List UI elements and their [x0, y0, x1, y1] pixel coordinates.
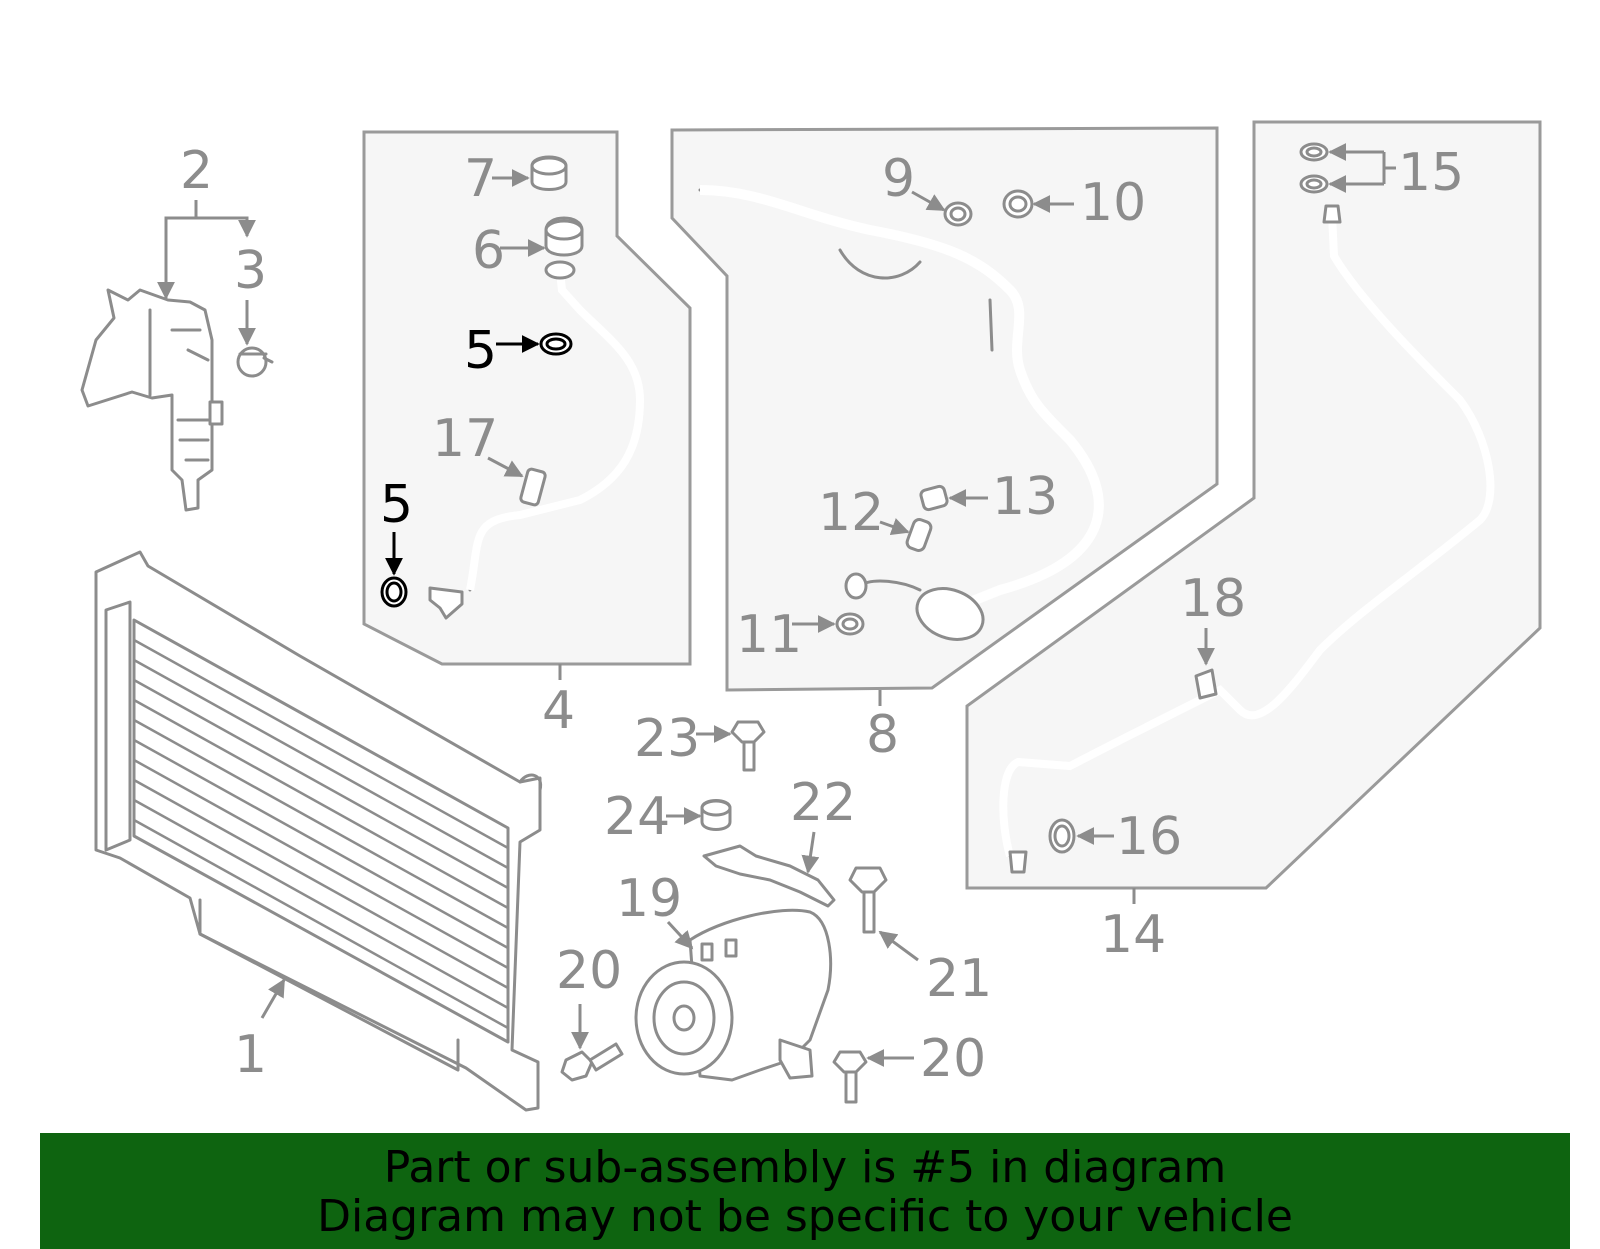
o-ring-part-9 [943, 201, 973, 227]
hose-part-4 [428, 260, 645, 620]
o-ring-part-15-lower [1299, 174, 1329, 194]
o-ring-part-15-upper [1299, 142, 1329, 162]
callout-11: 11 [736, 605, 802, 665]
callout-8: 8 [866, 705, 899, 765]
callout-19: 19 [616, 869, 682, 929]
valve-part-17 [519, 467, 547, 507]
info-banner: Part or sub-assembly is #5 in diagram Di… [40, 1133, 1570, 1249]
callout-3: 3 [234, 241, 267, 301]
o-ring-part-10 [1002, 189, 1034, 219]
callout-9: 9 [882, 149, 915, 209]
o-ring-part-5-lower [380, 576, 408, 608]
panel-hose-4 [362, 130, 692, 666]
callout-13: 13 [992, 467, 1058, 527]
callout-2: 2 [180, 141, 213, 201]
cap-part-24 [700, 799, 732, 831]
condenser-part-1 [94, 550, 543, 1112]
callout-5-upper: 5 [464, 321, 497, 381]
compressor-part-19 [634, 908, 833, 1082]
callout-4: 4 [542, 681, 575, 741]
bolt-part-20-left [560, 1042, 624, 1082]
callout-20-left: 20 [556, 941, 622, 1001]
cap-part-6 [544, 216, 584, 257]
bracket-part-2 [80, 288, 224, 512]
o-ring-part-16 [1048, 818, 1076, 854]
cap-part-7 [530, 155, 568, 191]
tube-part-14 [999, 204, 1495, 874]
callout-10: 10 [1080, 173, 1146, 233]
clip-part-3 [236, 346, 274, 378]
o-ring-part-5-upper [539, 332, 573, 356]
callout-5-lower: 5 [380, 475, 413, 535]
callout-20-right: 20 [920, 1029, 986, 1089]
o-ring-part-11 [835, 612, 865, 636]
callout-15: 15 [1398, 143, 1464, 203]
callout-1: 1 [234, 1025, 267, 1085]
callout-18: 18 [1180, 569, 1246, 629]
panel-tube-14 [965, 120, 1542, 890]
callout-17: 17 [432, 409, 498, 469]
callout-23: 23 [634, 709, 700, 769]
callout-12: 12 [818, 483, 884, 543]
callout-16: 16 [1116, 807, 1182, 867]
callout-21: 21 [926, 949, 992, 1009]
callout-22: 22 [790, 773, 856, 833]
bolt-part-21 [848, 866, 888, 934]
callout-7: 7 [464, 149, 497, 209]
banner-line-1: Part or sub-assembly is #5 in diagram [383, 1142, 1227, 1193]
callout-24: 24 [604, 787, 670, 847]
bracket-part-22 [702, 844, 836, 908]
bolt-part-23 [730, 720, 766, 772]
cap-part-12 [905, 518, 933, 552]
callout-6: 6 [472, 221, 505, 281]
banner-line-2: Diagram may not be specific to your vehi… [317, 1191, 1293, 1242]
cap-part-13 [919, 484, 949, 512]
callout-14: 14 [1100, 905, 1166, 965]
bolt-part-20-right [832, 1050, 868, 1104]
hose-part-8 [698, 185, 1104, 641]
